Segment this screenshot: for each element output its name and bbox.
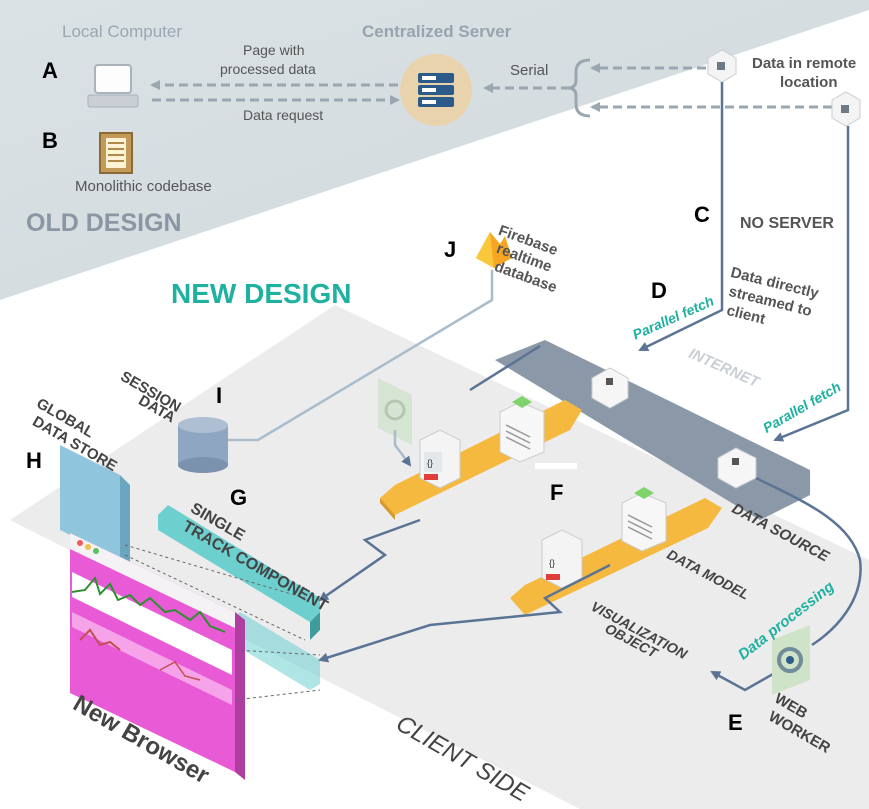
letter-j: J [444,237,457,262]
data-model-box-1: {} [419,429,461,489]
centralized-server-label: Centralized Server [362,22,512,41]
data-source-box-2 [621,487,667,552]
data-source-box-1 [499,396,545,463]
page-with-data-line1: Page with [243,42,305,58]
web-worker-gear-icon [772,625,810,695]
letter-b: B [42,128,58,153]
monolithic-label: Monolithic codebase [75,178,212,195]
letter-h: H [26,448,42,473]
letter-d: D [651,278,667,303]
letter-g: G [230,485,248,510]
letter-c: C [694,202,710,227]
single-track-bar [158,505,320,640]
new-browser-window [70,533,245,780]
centralized-server-icon [400,54,472,126]
local-computer-label: Local Computer [62,22,183,41]
letter-a: A [42,58,58,83]
remote-data-cube-2 [831,91,861,127]
session-data-cylinder [178,417,228,473]
remote-data-cube-1 [707,49,737,83]
letter-f: F [550,480,564,505]
old-design-region [0,0,869,300]
gear-panel-top [378,378,412,445]
single-track-bar-lower [230,612,320,690]
svg-text:{}: {} [549,558,555,568]
serial-label: Serial [510,62,549,79]
new-design-title: NEW DESIGN [171,278,352,309]
old-design-title: OLD DESIGN [26,209,182,237]
data-model-box-2: {} [541,529,583,589]
svg-text:{}: {} [427,458,433,468]
monolithic-codebase-icon [99,132,133,174]
local-computer-icon [87,64,139,108]
remote-location-line2: location [780,74,838,91]
firebase-icon [476,232,512,268]
data-source-cube-internet-1 [591,367,629,409]
page-with-data-line2: processed data [220,61,316,77]
letter-i: I [216,383,223,408]
remote-location-line1: Data in remote [752,55,857,72]
letter-e: E [728,710,743,735]
data-request-label: Data request [243,107,324,123]
no-server-label: NO SERVER [740,215,834,232]
